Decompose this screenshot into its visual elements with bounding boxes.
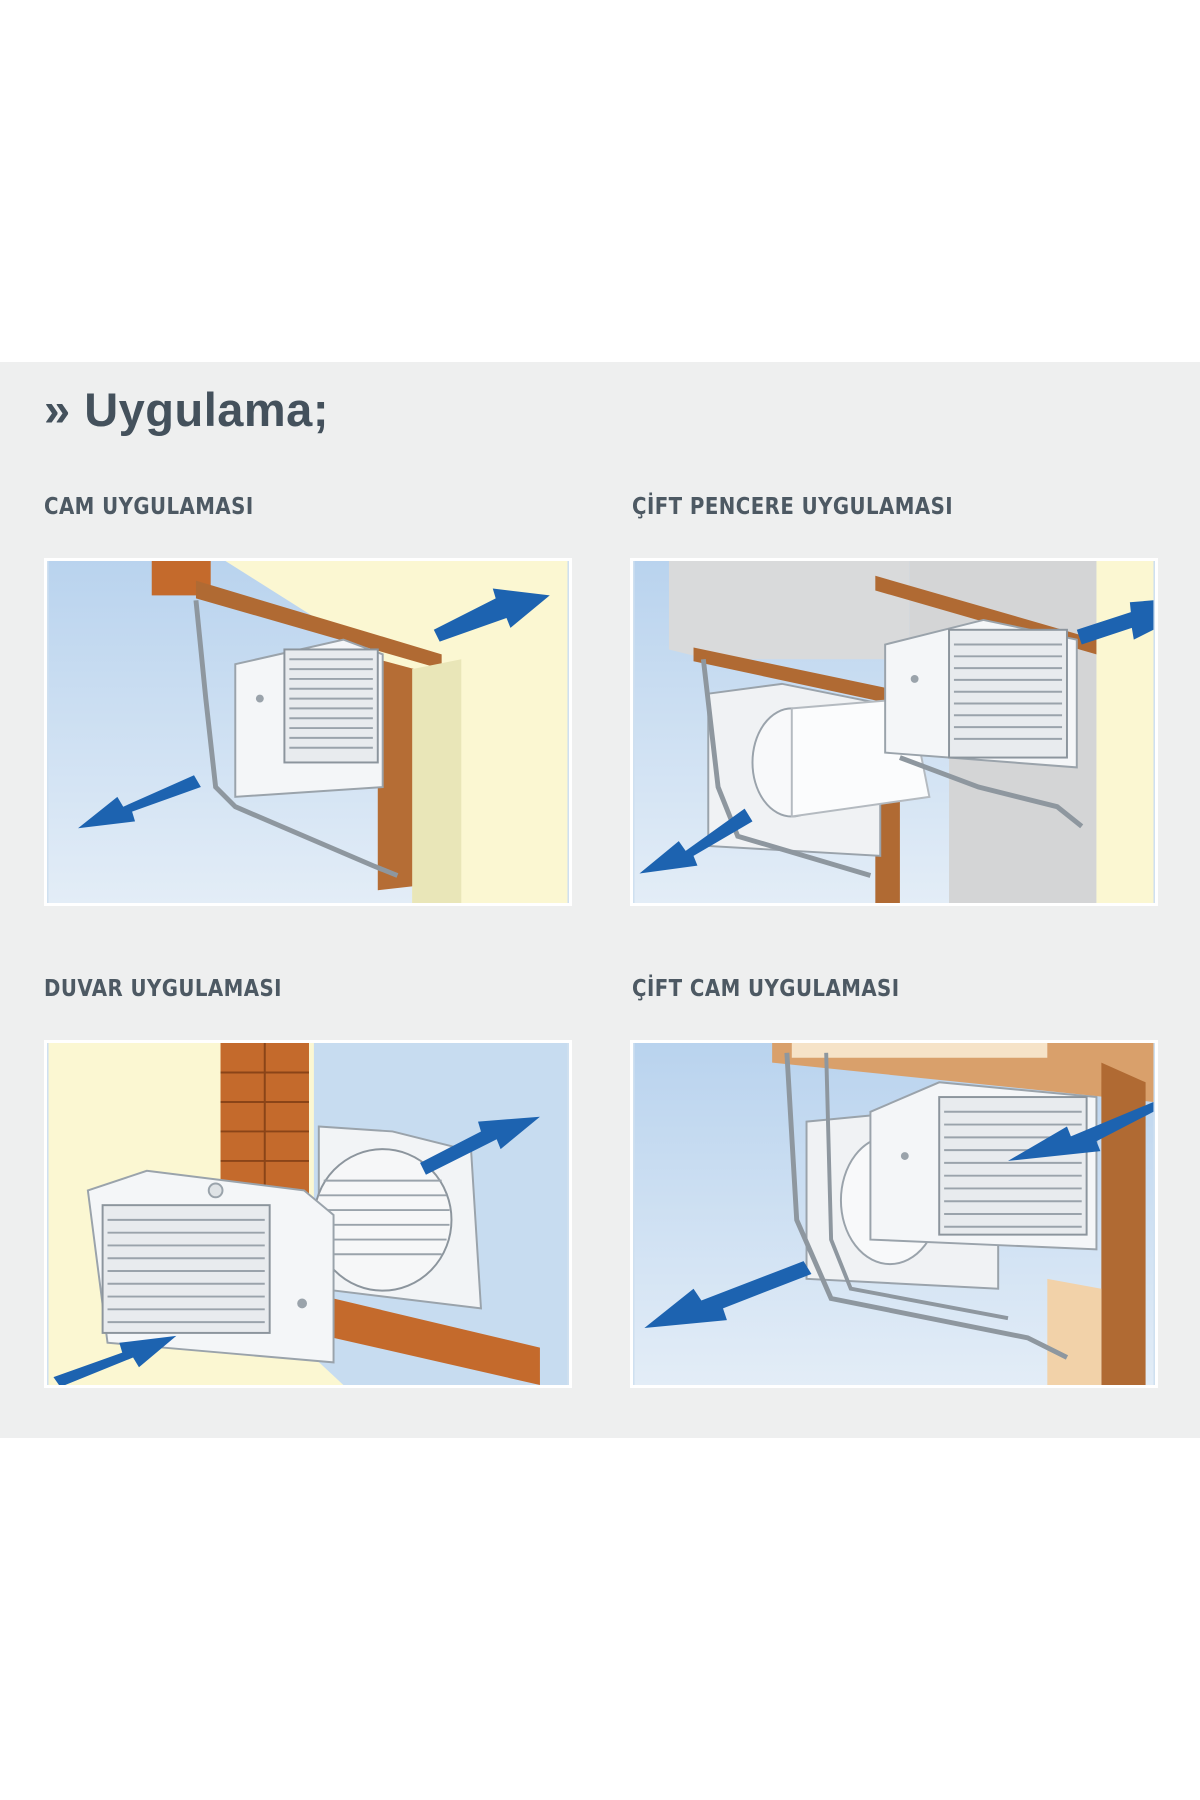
illustration-duvar bbox=[44, 1040, 572, 1388]
wall-surface bbox=[225, 561, 568, 903]
illustration-cam bbox=[44, 558, 572, 906]
cam-illustration-svg bbox=[48, 561, 568, 903]
frame-top bbox=[772, 1043, 1154, 1102]
cift-pencere-illustration-svg bbox=[634, 561, 1154, 903]
window-frame-side bbox=[377, 659, 422, 891]
arrow-out-icon bbox=[644, 1261, 812, 1328]
window-frame-top bbox=[195, 580, 442, 670]
arrow-out-icon bbox=[639, 808, 753, 874]
frame-side bbox=[1101, 1062, 1146, 1385]
page-title: » Uygulama; bbox=[44, 383, 329, 436]
arrow-in-icon bbox=[53, 1335, 177, 1385]
caption-cam: CAM UYGULAMASI bbox=[44, 494, 254, 520]
duvar-illustration-svg bbox=[48, 1043, 568, 1385]
arrow-in-icon bbox=[433, 588, 550, 642]
arrow-in-icon bbox=[1008, 1101, 1154, 1161]
fan-grille bbox=[948, 628, 1068, 759]
cift-cam-illustration-svg bbox=[634, 1043, 1154, 1385]
caption-duvar: DUVAR UYGULAMASI bbox=[44, 976, 282, 1002]
fan-grille bbox=[283, 648, 379, 764]
outer-frame-top bbox=[693, 647, 891, 704]
pull-cord bbox=[784, 1052, 1069, 1360]
pull-cord bbox=[700, 658, 872, 878]
stone-wall-upper bbox=[668, 561, 910, 660]
arrow-out-icon bbox=[420, 1116, 540, 1175]
pull-cord bbox=[193, 600, 399, 878]
brick-ledge bbox=[333, 1298, 540, 1385]
illustration-cift-cam bbox=[630, 1040, 1158, 1388]
illustration-cift-pencere bbox=[630, 558, 1158, 906]
fan-grille bbox=[938, 1096, 1088, 1236]
arrow-in-icon bbox=[1076, 600, 1154, 645]
caption-cift-cam: ÇİFT CAM UYGULAMASI bbox=[632, 976, 900, 1002]
fan-grille bbox=[101, 1204, 271, 1334]
caption-cift-pencere: ÇİFT PENCERE UYGULAMASI bbox=[632, 494, 954, 520]
arrow-out-icon bbox=[78, 775, 201, 829]
